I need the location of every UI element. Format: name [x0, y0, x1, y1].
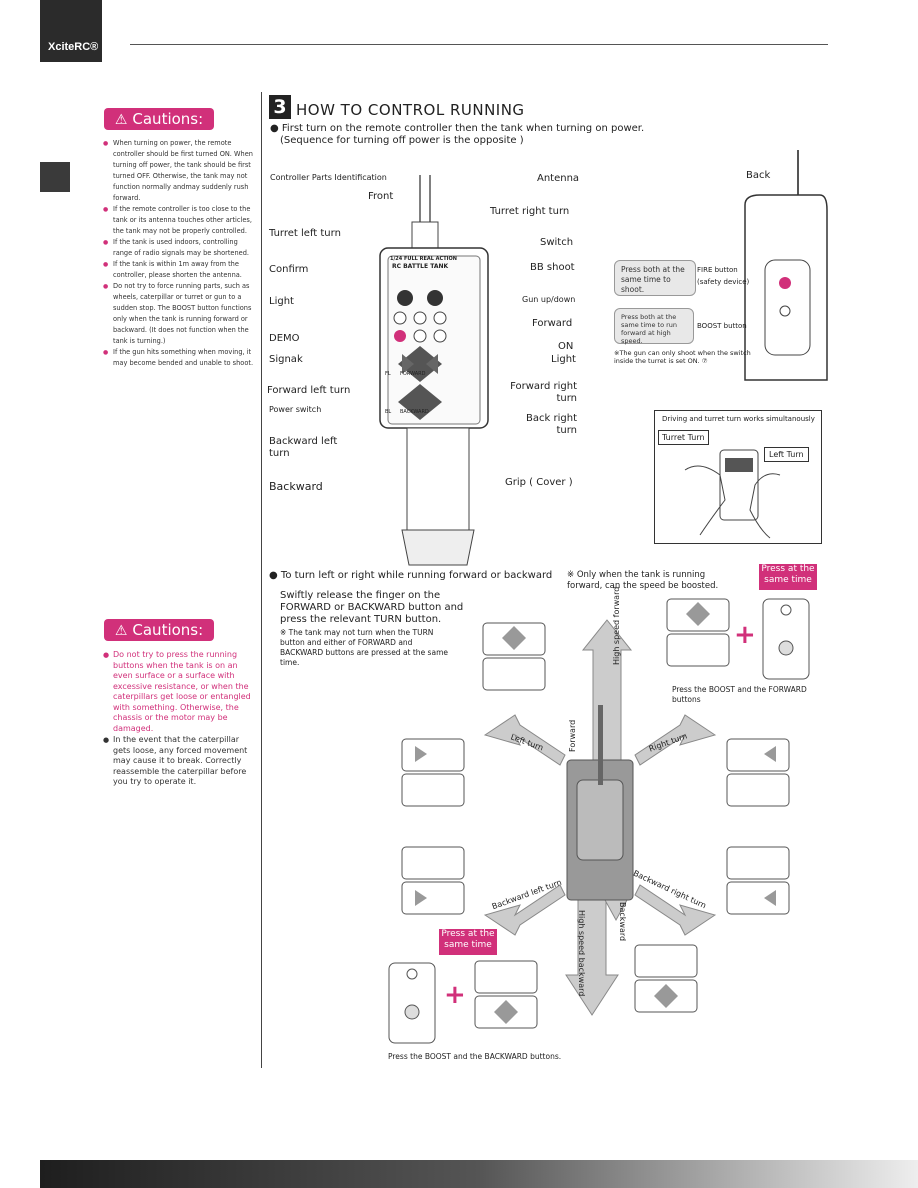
turning-instr-2: FORWARD or BACKWARD button and: [280, 602, 464, 613]
controller-diagram: [379, 175, 489, 566]
label-forward-right: Forward right turn: [510, 381, 577, 404]
plus-bottom: +: [444, 980, 466, 1010]
safety-label: (safety device): [697, 278, 750, 286]
caution-item: If the tank is used indoors, controlling…: [103, 237, 255, 259]
section-number: 3: [269, 95, 291, 119]
caution-badge-1: ⚠Cautions:: [104, 108, 214, 130]
label-on: ON: [558, 341, 574, 352]
label-switch: Switch: [540, 237, 574, 248]
label-antenna: Antenna: [537, 173, 580, 184]
label-forward-left: Forward left turn: [267, 385, 351, 396]
brand-logo: XciteRC®: [40, 0, 102, 62]
column-divider: [261, 92, 262, 1068]
caution-list-1: When turning on power, the remote contro…: [103, 138, 255, 369]
arrow-backward: Backward: [618, 902, 627, 942]
label-turret-right: Turret right turn: [490, 206, 570, 217]
front-label: Front: [368, 191, 394, 202]
back-remote-top: [762, 598, 810, 680]
device-forward: FORWARD: [400, 371, 426, 377]
device-bl: BL: [385, 409, 392, 415]
label-signal: Signak: [269, 354, 303, 365]
caution-item: If the gun hits something when moving, i…: [103, 347, 255, 369]
header-rule: [130, 44, 828, 45]
turning-note: ※ The tank may not turn when the TURN bu…: [280, 628, 448, 667]
label-bb-shoot: BB shoot: [530, 262, 575, 273]
turning-instr-1: Swiftly release the finger on the: [280, 590, 441, 601]
label-gun-updown: Gun up/down: [522, 295, 576, 304]
caution-item: Do not try to force running parts, such …: [103, 281, 255, 347]
left-turn-label: Left Turn: [764, 447, 809, 462]
press-fire-box: Press both at the same time to shoot.: [614, 260, 696, 296]
label-on-light: Light: [551, 354, 576, 365]
plus-top: +: [734, 620, 756, 650]
warning-icon: ⚠: [114, 623, 128, 639]
pad-boost-forward: [666, 598, 730, 667]
label-turret-left: Turret left turn: [269, 228, 341, 239]
device-label-2: RC BATTLE TANK: [392, 263, 449, 270]
turret-turn-label: Turret Turn: [658, 430, 709, 445]
side-tab: [40, 162, 70, 192]
label-backward: Backward: [269, 480, 323, 493]
warning-icon: ⚠: [114, 112, 128, 128]
simultaneous-box: [654, 410, 822, 544]
gun-note: ※The gun can only shoot when the switch …: [614, 349, 751, 365]
section-title: HOW TO CONTROL RUNNING: [296, 101, 525, 119]
label-power: Power switch: [269, 405, 322, 414]
pad-right-backward: [726, 846, 790, 915]
footer-bar: [40, 1160, 918, 1188]
pad-left-forward: [401, 738, 465, 807]
pad-backward: [634, 944, 698, 1013]
caution-item: If the remote controller is too close to…: [103, 204, 255, 237]
caution-badge-2: ⚠Cautions:: [104, 619, 214, 641]
arrow-high-backward: High speed backward: [577, 910, 586, 997]
intro-line-1: ● First turn on the remote controller th…: [270, 123, 645, 134]
arrow-high-forward: High speed forward: [612, 586, 621, 665]
caution-item: Do not try to press the running buttons …: [103, 650, 258, 734]
brand-logo-text: XciteRC®: [48, 41, 99, 53]
device-backward: BACKWARD: [400, 409, 429, 415]
press-same-bottom: Press at the same time: [439, 929, 497, 955]
pad-boost-backward: [474, 960, 538, 1029]
back-view-diagram: [744, 150, 828, 381]
device-fl: FL: [385, 371, 391, 377]
pad-forward-turn: [482, 622, 546, 691]
simultaneous-title: Driving and turret turn works simultanou…: [662, 415, 815, 423]
label-light: Light: [269, 296, 294, 307]
pad-left-backward: [401, 846, 465, 915]
press-same-top: Press at the same time: [759, 564, 817, 590]
back-label: Back: [746, 170, 771, 181]
caution-title-1: Cautions:: [132, 110, 204, 128]
label-forward: Forward: [532, 318, 573, 329]
boost-backward-caption: Press the BOOST and the BACKWARD buttons…: [388, 1052, 562, 1061]
boost-note: ※ Only when the tank is running forward,…: [567, 570, 719, 591]
turning-heading: ● To turn left or right while running fo…: [269, 570, 553, 581]
device-label-1: 1/24 FULL REAL ACTION: [390, 256, 457, 262]
pad-right-forward: [726, 738, 790, 807]
back-remote-bottom: [388, 962, 436, 1044]
arrow-forward: Forward: [568, 719, 577, 752]
caution-list-2: Do not try to press the running buttons …: [103, 650, 258, 789]
label-grip: Grip ( Cover ): [505, 477, 573, 488]
caution-item: In the event that the caterpillar gets l…: [103, 735, 258, 788]
boost-forward-caption: Press the BOOST and the FORWARD buttons: [672, 685, 807, 704]
label-demo: DEMO: [269, 333, 300, 344]
caution-item: If the tank is within 1m away from the c…: [103, 259, 255, 281]
fire-button-label: FIRE button: [697, 266, 738, 274]
intro-line-2: (Sequence for turning off power is the o…: [280, 135, 524, 146]
label-confirm: Confirm: [269, 264, 309, 275]
label-back-right: Back right turn: [526, 413, 577, 436]
press-boost-box: Press both at the same time to run forwa…: [614, 308, 694, 345]
turning-instr-3: press the relevant TURN button.: [280, 614, 442, 625]
controller-heading: Controller Parts Identification: [270, 173, 387, 182]
label-backward-left: Backward left turn: [269, 436, 338, 459]
hands-diagram: [684, 449, 781, 539]
caution-item: When turning on power, the remote contro…: [103, 138, 255, 204]
caution-title-2: Cautions:: [132, 621, 204, 639]
direction-diagram: [483, 619, 717, 1016]
boost-button-label: BOOST button: [697, 322, 747, 330]
